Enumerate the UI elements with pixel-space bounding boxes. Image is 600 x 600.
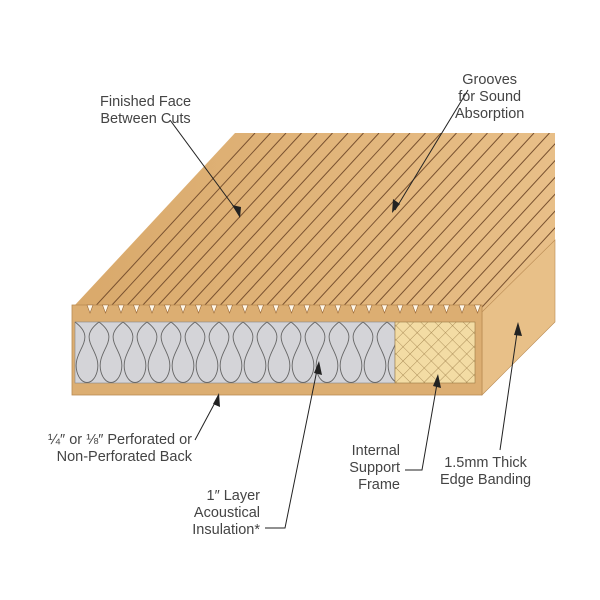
- label-line: Absorption: [455, 106, 525, 122]
- groove-notch: [210, 304, 218, 314]
- groove-line: [337, 133, 504, 312]
- groove-notch: [148, 304, 156, 314]
- label-edge-banding: 1.5mm Thick Edge Banding: [440, 455, 531, 489]
- insulation-batt: [242, 321, 268, 383]
- groove-line: [384, 133, 550, 312]
- label-frame: Internal Support Frame: [349, 443, 400, 494]
- groove-notch: [458, 304, 466, 314]
- groove-notch: [288, 304, 295, 314]
- groove-line: [151, 133, 318, 312]
- groove-line: [182, 133, 349, 312]
- label-back: ¼″ or ⅛″ Perforated or Non-Perforated Ba…: [48, 432, 192, 466]
- groove-line: [571, 133, 600, 312]
- insulation-batt: [266, 321, 292, 383]
- groove-line: [260, 133, 426, 312]
- label-line: ¼″ or ⅛″ Perforated or: [47, 432, 192, 448]
- groove-line: [446, 133, 555, 312]
- label-line: Edge Banding: [440, 472, 532, 488]
- groove-notch: [133, 304, 140, 314]
- panel-top-face: [75, 133, 555, 312]
- groove-line: [368, 133, 535, 312]
- insulation-batt: [74, 321, 100, 383]
- groove-notch: [427, 304, 435, 314]
- groove-notch: [350, 304, 357, 314]
- label-line: Internal: [351, 443, 400, 459]
- label-insulation: 1″ Layer Acoustical Insulation*: [192, 488, 260, 539]
- insulation-batt: [338, 321, 364, 383]
- groove-notch: [164, 304, 171, 314]
- label-line: Support: [349, 460, 400, 476]
- groove-line: [306, 133, 473, 312]
- groove-notch: [102, 304, 109, 314]
- groove-line: [399, 133, 555, 312]
- groove-line: [461, 133, 555, 312]
- groove-notch: [303, 304, 311, 314]
- label-finished-face: Finished Face Between Cuts: [100, 94, 191, 128]
- support-frame: [394, 321, 476, 384]
- groove-notch: [412, 304, 419, 314]
- groove-notch: [474, 304, 481, 314]
- label-line: 1″ Layer: [206, 488, 261, 504]
- groove-notch: [443, 304, 450, 314]
- insulation-batt: [290, 321, 316, 383]
- groove-line: [213, 133, 380, 312]
- groove-notch: [365, 304, 373, 314]
- groove-notch: [272, 304, 280, 314]
- groove-notch: [195, 304, 202, 314]
- groove-notch: [319, 304, 326, 314]
- groove-notch: [179, 304, 187, 314]
- insulation-batt: [218, 321, 244, 383]
- groove-line: [89, 133, 256, 312]
- label-line: Acoustical: [193, 505, 260, 521]
- groove-line: [554, 133, 555, 312]
- label-line: Between Cuts: [100, 111, 191, 127]
- groove-line: [477, 133, 555, 312]
- insulation-batt: [314, 321, 340, 383]
- groove-line: [105, 133, 271, 312]
- insulation-batt: [194, 321, 220, 383]
- groove-notch: [86, 304, 94, 314]
- groove-line: [415, 133, 555, 312]
- groove-line: [275, 133, 442, 312]
- insulation-batt: [170, 321, 196, 383]
- label-line: Grooves: [462, 72, 518, 88]
- groove-notch: [334, 304, 342, 314]
- groove-line: [586, 133, 600, 312]
- groove-line: [229, 133, 395, 312]
- groove-line: [167, 133, 333, 312]
- groove-line: [291, 133, 457, 312]
- groove-line: [244, 133, 411, 312]
- groove-notch: [396, 304, 404, 314]
- groove-notch: [381, 304, 388, 314]
- label-line: Insulation*: [192, 522, 260, 538]
- groove-line: [322, 133, 488, 312]
- groove-notch: [241, 304, 249, 314]
- groove-line: [430, 133, 555, 312]
- groove-line: [353, 133, 519, 312]
- label-line: 1.5mm Thick: [444, 455, 527, 471]
- label-line: Non-Perforated Back: [56, 449, 192, 465]
- label-line: Frame: [358, 477, 400, 493]
- label-line: for Sound: [458, 89, 522, 105]
- label-grooves: Grooves for Sound Absorption: [455, 72, 524, 123]
- label-line: Finished Face: [100, 94, 192, 110]
- groove-notch: [226, 304, 233, 314]
- insulation-batt: [122, 321, 148, 383]
- groove-line: [198, 133, 364, 312]
- groove-line: [136, 133, 302, 312]
- insulation-batt: [98, 321, 124, 383]
- groove-notch: [117, 304, 125, 314]
- groove-notch: [257, 304, 264, 314]
- insulation-batt: [362, 321, 388, 383]
- insulation-batt: [146, 321, 172, 383]
- groove-line: [120, 133, 287, 312]
